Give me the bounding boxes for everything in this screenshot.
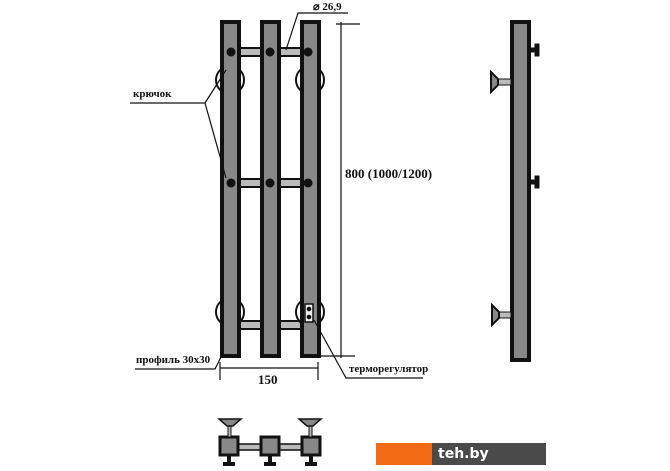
top-view xyxy=(217,418,323,466)
height-label: 800 (1000/1200) xyxy=(345,166,433,181)
vertical-bar-right xyxy=(300,20,321,358)
side-bar xyxy=(510,20,531,362)
thermostat-icon xyxy=(304,303,314,323)
side-view xyxy=(490,20,540,362)
watermark-text: teh.by xyxy=(432,443,546,465)
knob-icon xyxy=(534,43,540,57)
dimension-lines xyxy=(130,12,423,380)
suction-cup-icon xyxy=(217,418,243,427)
vertical-bar-middle xyxy=(260,20,281,358)
suction-cup-icon xyxy=(297,418,323,427)
watermark-orange-block xyxy=(376,443,432,465)
suction-cup-icon xyxy=(491,302,500,328)
diameter-label: ⌀ 26,9 xyxy=(313,1,342,13)
hook-label: крючок xyxy=(133,88,172,100)
front-view xyxy=(215,20,325,358)
suction-cup-icon xyxy=(490,69,499,95)
knob-icon xyxy=(534,175,540,189)
vertical-bar-left xyxy=(220,20,241,358)
width-label: 150 xyxy=(258,372,278,387)
thermostat-label: терморегулятор xyxy=(349,363,429,375)
watermark-logo: teh.by xyxy=(376,443,546,465)
profile-label: профиль 30х30 xyxy=(136,354,211,366)
